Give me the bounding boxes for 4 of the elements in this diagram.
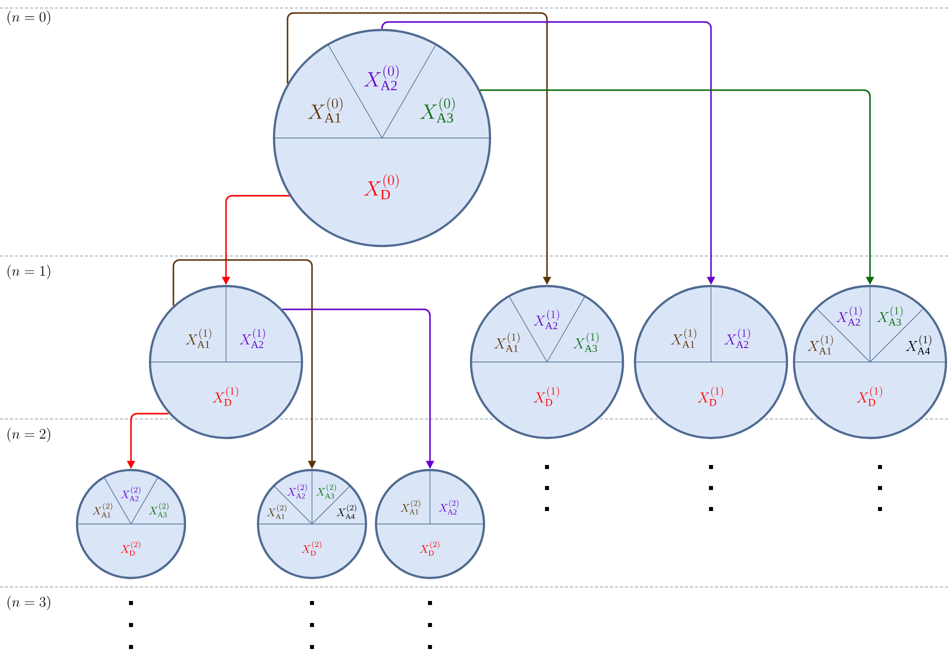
level-label: $(n = 3)$ bbox=[8, 596, 50, 610]
level-label: $(n = 2)$ bbox=[8, 428, 50, 442]
level-label: $(n = 1)$ bbox=[8, 264, 50, 280]
level-label: $(n = 0)$ bbox=[8, 10, 50, 26]
